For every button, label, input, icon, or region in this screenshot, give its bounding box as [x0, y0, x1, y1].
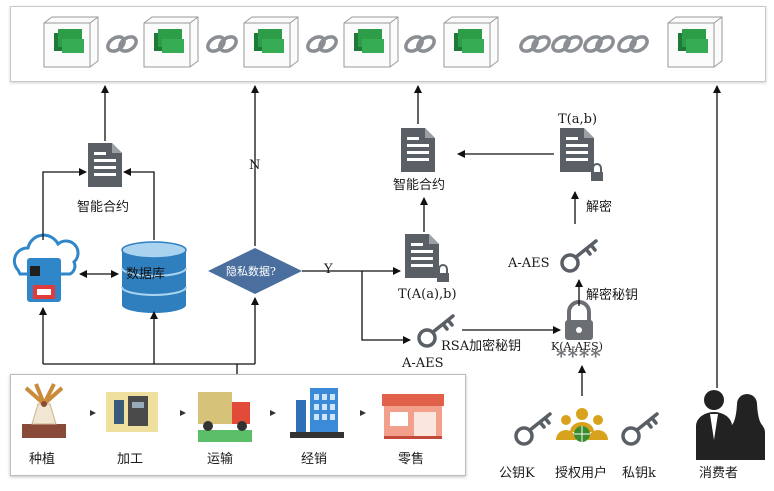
aes-key-label-top: A-AES	[508, 256, 550, 271]
consumer-people-icon	[696, 390, 765, 460]
authorized-user-label: 授权用户	[555, 466, 608, 481]
public-key-label: 公钥K	[499, 466, 535, 481]
aes-key-label-bottom: A-AES	[402, 356, 444, 371]
block-icon-2	[143, 16, 199, 68]
encrypted-data-doc-icon	[405, 234, 439, 278]
private-key-label: 私钥k	[622, 466, 656, 481]
chain-link-icon-3	[303, 32, 341, 56]
decrypt-key-label: 解密秘钥	[586, 288, 639, 303]
public-key-icon	[514, 412, 552, 446]
database-label: 数据库	[126, 267, 166, 282]
chain-link-icon-4	[401, 32, 439, 56]
block-icon-6	[667, 16, 723, 68]
no-branch-label: N	[249, 158, 261, 173]
aes-key-icon	[560, 239, 598, 273]
chain-link-icon-1	[103, 32, 141, 56]
delivery-truck-icon	[198, 392, 252, 442]
consumer-label: 消费者	[699, 466, 739, 481]
retail-store-icon	[382, 394, 444, 439]
supply-stage-label-planting: 种植	[29, 452, 56, 467]
windmill-farm-icon	[22, 383, 66, 438]
lock-icon-small-top	[590, 163, 604, 182]
distribution-building-icon	[290, 388, 344, 438]
chain-link-icon-2	[203, 32, 241, 56]
smart-contract-doc-icon-right	[401, 128, 435, 172]
lock-icon-small-doc	[436, 264, 450, 283]
smart-contract-label-right: 智能合约	[393, 178, 446, 193]
lock-icon	[565, 300, 593, 340]
decrypted-data-doc-icon	[560, 128, 594, 172]
chain-link-icon-8	[614, 32, 652, 56]
database-icon	[121, 241, 187, 313]
block-icon-4	[343, 16, 399, 68]
block-icon-3	[243, 16, 299, 68]
rsa-key-label: RSA加密秘钥	[441, 339, 522, 354]
processing-machine-icon	[106, 392, 158, 432]
private-key-icon	[621, 412, 659, 446]
encrypted-data-label: T(A(a),b)	[398, 287, 457, 302]
smart-contract-label-left: 智能合约	[77, 200, 130, 215]
decision-label: 隐私数据?	[226, 265, 276, 278]
chain-link-icon-7	[580, 32, 618, 56]
block-icon-1	[43, 16, 99, 68]
cloud-storage-icon	[12, 233, 80, 302]
supply-stage-label-retail: 零售	[398, 452, 425, 467]
smart-contract-doc-icon-left	[88, 143, 122, 187]
authorized-users-icon	[556, 408, 608, 442]
decision-diamond	[208, 248, 302, 294]
t-ab-label: T(a,b)	[558, 112, 598, 127]
k-aes-label: K(A-AES)	[551, 340, 603, 353]
chain-link-icon-6	[548, 32, 586, 56]
supply-stage-label-distribution: 经销	[301, 452, 328, 467]
encrypted-stars: ****	[556, 344, 602, 368]
supply-stage-label-processing: 加工	[117, 452, 144, 467]
decrypt-label: 解密	[586, 200, 613, 215]
yes-branch-label: Y	[324, 262, 333, 277]
supply-stage-label-transport: 运输	[207, 452, 234, 467]
block-icon-5	[443, 16, 499, 68]
chain-link-icon-5	[516, 32, 554, 56]
